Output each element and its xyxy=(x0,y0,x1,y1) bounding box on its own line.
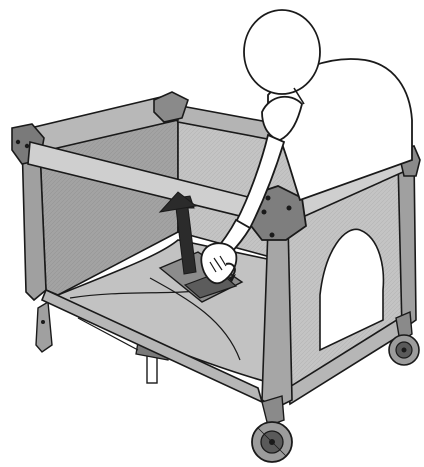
corner-rivet xyxy=(16,140,20,144)
front-right-wheel xyxy=(252,396,292,462)
front-right-post xyxy=(262,222,292,408)
left-foot-rivet xyxy=(41,320,45,324)
head xyxy=(244,10,320,94)
corner-rivet xyxy=(25,144,29,148)
right-back-post xyxy=(398,156,416,330)
back-left-corner-cap xyxy=(154,92,188,122)
left-foot xyxy=(36,302,52,352)
